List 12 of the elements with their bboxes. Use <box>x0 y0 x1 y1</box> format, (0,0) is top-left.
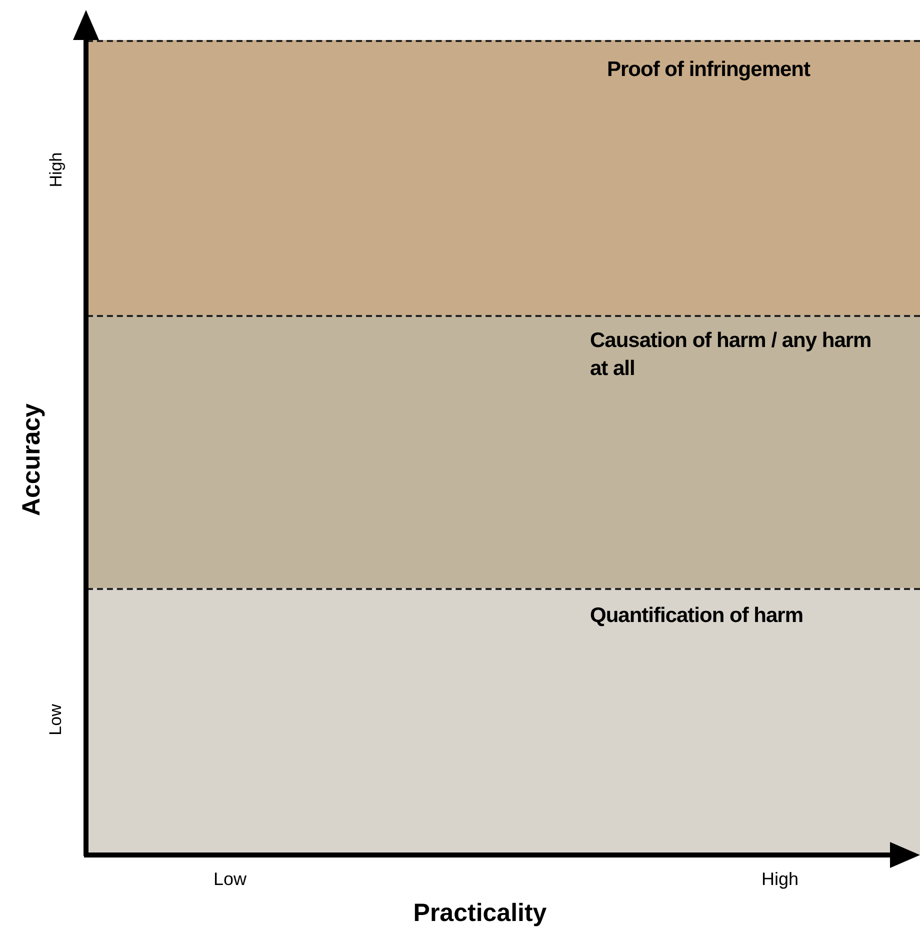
axis-tick-label: Low <box>213 868 247 890</box>
axis-tick-label: High <box>761 868 799 891</box>
axis-title: Practicality <box>413 898 547 930</box>
zone-label: Proof of infringement <box>607 57 812 83</box>
zone-band <box>87 40 920 315</box>
zone-band <box>87 315 920 588</box>
zone-label: Quantification of harm <box>590 603 804 629</box>
axis-title: Accuracy <box>16 404 46 516</box>
axis-tick-label: High <box>45 152 66 188</box>
zone-band <box>87 588 920 855</box>
zone-label: Causation of harm / any harm at all <box>590 328 872 382</box>
axis-tick-label: Low <box>45 704 66 736</box>
